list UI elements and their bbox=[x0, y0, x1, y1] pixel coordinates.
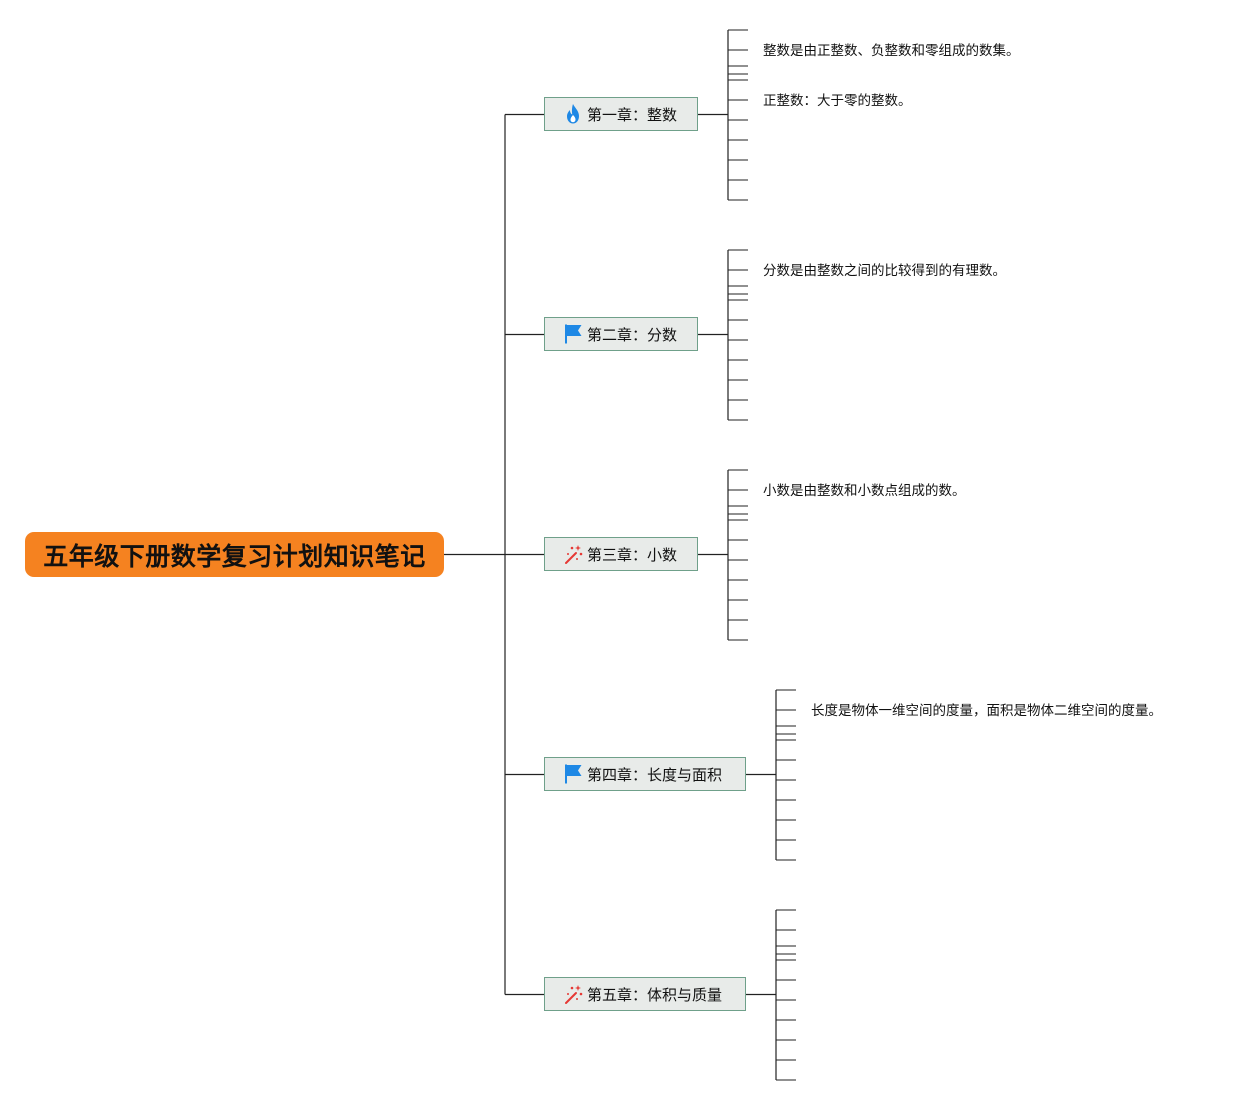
chapter-node-4[interactable]: 第四章：长度与面积 bbox=[544, 757, 746, 791]
flag-icon bbox=[565, 324, 582, 344]
chapter-label: 第五章：体积与质量 bbox=[587, 985, 723, 1004]
chapter-node-3[interactable]: 第三章：小数 bbox=[544, 537, 698, 571]
note-text[interactable]: 小数是由整数和小数点组成的数。 bbox=[763, 483, 966, 499]
note-text[interactable]: 分数是由整数之间的比较得到的有理数。 bbox=[763, 263, 1006, 279]
chapter-label: 第三章：小数 bbox=[587, 545, 678, 564]
root-topic[interactable]: 五年级下册数学复习计划知识笔记 bbox=[25, 532, 444, 577]
chapter-label: 第四章：长度与面积 bbox=[587, 765, 723, 784]
note-text[interactable]: 整数是由正整数、负整数和零组成的数集。 bbox=[763, 43, 1020, 59]
chapter-node-5[interactable]: 第五章：体积与质量 bbox=[544, 977, 746, 1011]
chapter-node-2[interactable]: 第二章：分数 bbox=[544, 317, 698, 351]
note-text[interactable]: 正整数：大于零的整数。 bbox=[763, 93, 912, 109]
note-text[interactable]: 长度是物体一维空间的度量，面积是物体二维空间的度量。 bbox=[811, 703, 1162, 719]
flame-icon bbox=[567, 104, 579, 124]
magic-wand-icon bbox=[565, 985, 583, 1004]
magic-wand-icon bbox=[565, 545, 583, 564]
chapter-node-1[interactable]: 第一章：整数 bbox=[544, 97, 698, 131]
chapter-label: 第二章：分数 bbox=[587, 325, 678, 344]
flag-icon bbox=[565, 764, 582, 784]
root-title: 五年级下册数学复习计划知识笔记 bbox=[43, 541, 426, 571]
chapter-label: 第一章：整数 bbox=[587, 105, 678, 124]
